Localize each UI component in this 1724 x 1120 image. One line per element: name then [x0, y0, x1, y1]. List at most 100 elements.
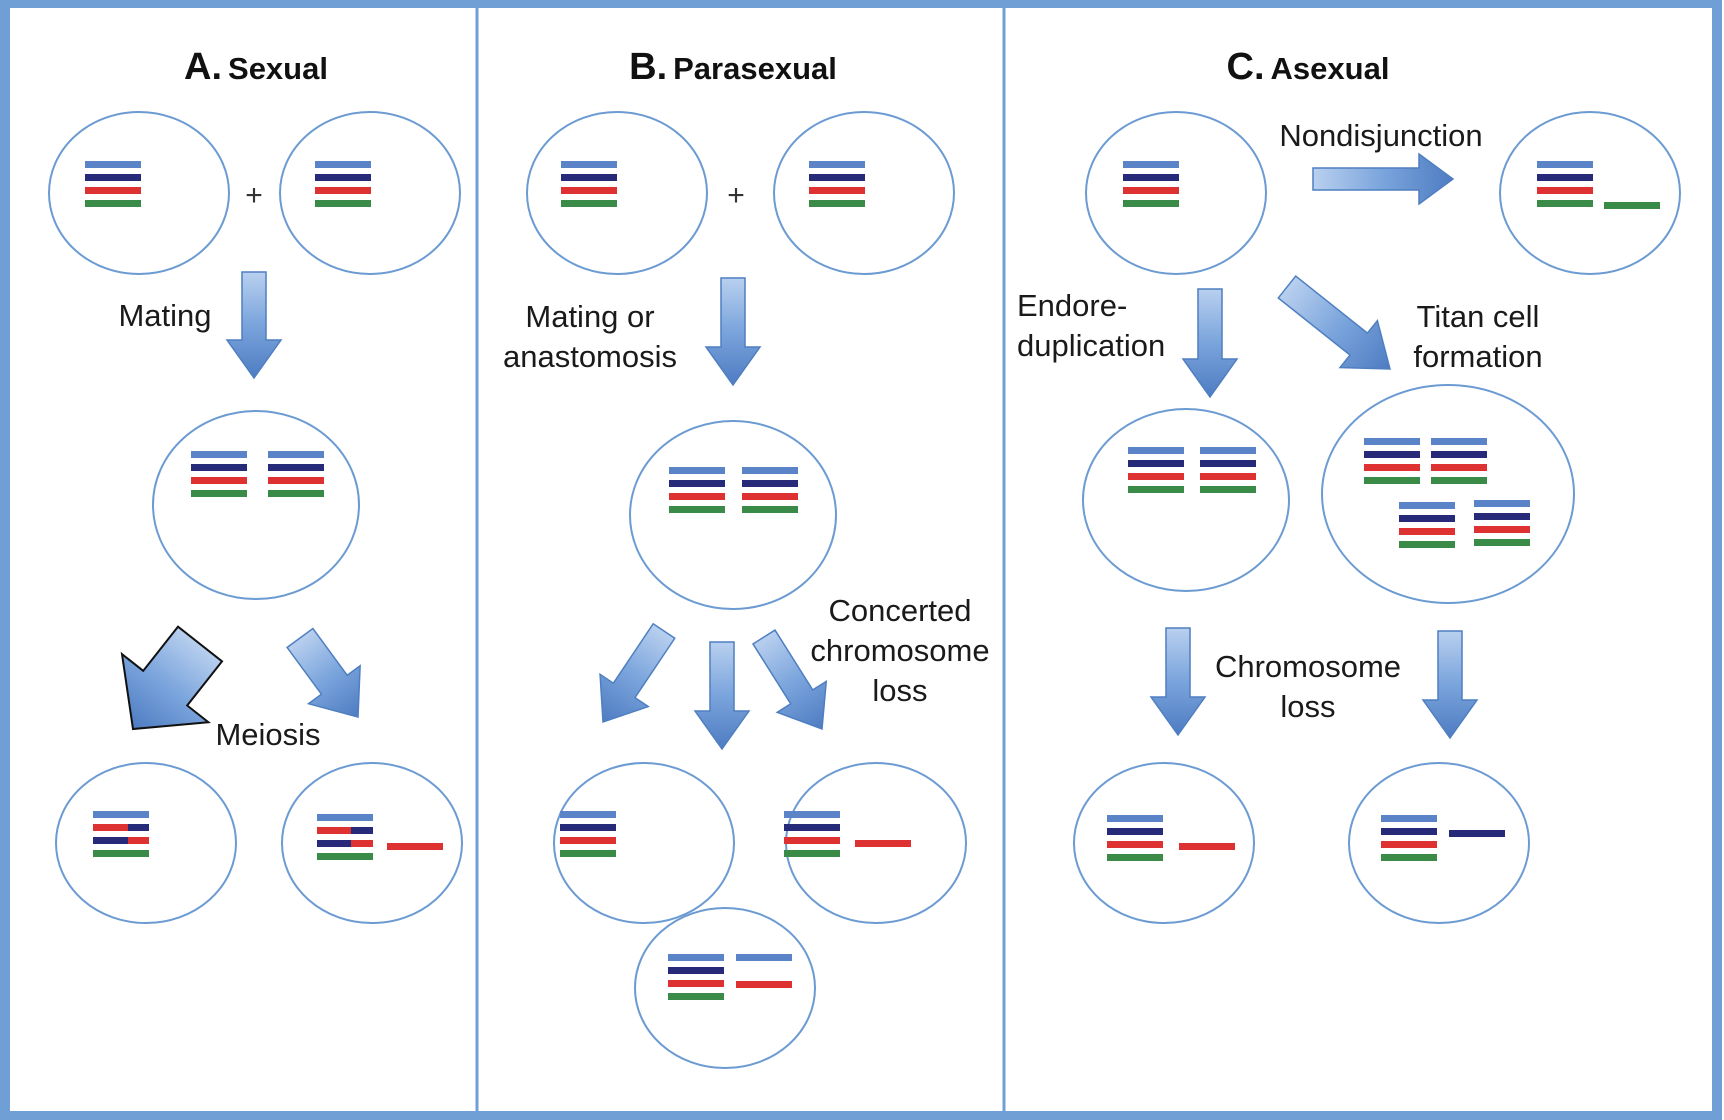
chromosome-bar	[669, 506, 725, 513]
chromosome-bar	[315, 187, 371, 194]
chromosome-bar	[191, 451, 247, 458]
chromosome-bar	[809, 187, 865, 194]
chromosome-bar	[742, 506, 798, 513]
chromosome-bar	[668, 954, 724, 961]
chromosome-bar	[809, 200, 865, 207]
chromosome-bar	[1381, 815, 1437, 822]
chromosome-bar	[669, 493, 725, 500]
chromosome-bar	[784, 811, 840, 818]
chromosome-bar	[560, 824, 616, 831]
panel-c-letter: C.	[1227, 46, 1265, 88]
chromosome-bar	[1200, 460, 1256, 467]
chromosome-bar	[1431, 477, 1487, 484]
chromosome-bar	[1128, 460, 1184, 467]
chromosome-bar	[668, 980, 724, 987]
chromosome-bar	[561, 174, 617, 181]
chromosome-bar	[1364, 438, 1420, 445]
panel-c-name: Asexual	[1271, 51, 1390, 86]
panel-b-letter: B.	[629, 46, 667, 88]
chromosome-bar	[315, 200, 371, 207]
chromosome-bar	[1128, 473, 1184, 480]
chromosomes-layer	[85, 161, 1660, 1000]
label-concerted-line3: loss	[872, 673, 927, 708]
panel-a-name: Sexual	[228, 51, 328, 86]
label-mating-or-line2: anastomosis	[503, 339, 677, 374]
label-titan-line2: formation	[1413, 339, 1542, 374]
cell-b-progeny-1	[553, 762, 735, 924]
chromosome-bar	[1431, 451, 1487, 458]
chromosome-bar	[561, 187, 617, 194]
chromosome-bar	[1431, 464, 1487, 471]
cell-c-loss-progeny-2	[1348, 762, 1530, 924]
panel-a-letter: A.	[184, 46, 222, 88]
label-titan-cell-formation: Titan cell formation	[1413, 299, 1542, 374]
chromosome-bar	[669, 467, 725, 474]
panel-c-title: C.Asexual	[1227, 46, 1390, 88]
label-endo-line1: Endore-	[1017, 288, 1127, 323]
chromosome-bar	[1537, 161, 1593, 168]
chromosome-bar	[1381, 854, 1437, 861]
arrow-mating-a	[225, 271, 283, 380]
cell-b-diploid	[629, 420, 837, 610]
panel-b-name: Parasexual	[673, 51, 837, 86]
chromosome-bar	[560, 837, 616, 844]
chromosome-bar	[668, 993, 724, 1000]
arrow-endoreduplication	[1181, 288, 1239, 399]
chromosome-bar	[1107, 828, 1163, 835]
recombinant-chromosome-part	[351, 827, 373, 834]
recombinant-chromosome-part	[128, 824, 149, 831]
chromosome-bar	[268, 477, 324, 484]
recombinant-chromosome-part	[93, 837, 128, 844]
plus-sign-b: +	[727, 179, 745, 212]
chromosome-bar	[1200, 486, 1256, 493]
label-meiosis: Meiosis	[215, 717, 320, 752]
arrow-meiosis-right	[286, 627, 361, 718]
chromosome-bar	[1123, 161, 1179, 168]
chromosome-bar	[1474, 513, 1530, 520]
cells-layer	[48, 111, 1681, 1069]
chromosome-bar	[268, 451, 324, 458]
chromosome-bar	[1537, 174, 1593, 181]
chromosome-bar	[1107, 841, 1163, 848]
panel-b-title: B.Parasexual	[629, 46, 837, 88]
chromosome-bar	[1381, 841, 1437, 848]
chromosome-bar	[315, 174, 371, 181]
chromosome-bar	[1474, 500, 1530, 507]
chromosome-bar	[668, 967, 724, 974]
chromosome-bar	[560, 850, 616, 857]
chromosome-bar	[1399, 541, 1455, 548]
chromosome-bar	[784, 824, 840, 831]
chromosome-bar	[315, 161, 371, 168]
chromosome-bar	[85, 174, 141, 181]
chromosome-bar	[268, 464, 324, 471]
cell-c-titan	[1321, 384, 1575, 604]
label-titan-line1: Titan cell	[1417, 299, 1540, 334]
chromosome-bar	[1537, 187, 1593, 194]
chromosome-bar	[191, 490, 247, 497]
arrow-meiosis-left	[120, 625, 224, 731]
arrow-chromosome-loss-right	[1421, 630, 1479, 740]
chromosome-bar	[1399, 502, 1455, 509]
plus-sign-a: +	[245, 179, 263, 212]
label-chromosome-loss-line1: Chromosome	[1215, 649, 1401, 684]
chromosome-bar	[742, 480, 798, 487]
chromosome-bar	[1123, 187, 1179, 194]
arrow-concerted-center	[693, 641, 751, 751]
arrow-nondisjunction	[1312, 152, 1455, 206]
chromosome-bar	[742, 493, 798, 500]
chromosome-bar	[1364, 451, 1420, 458]
chromosome-bar	[191, 464, 247, 471]
cell-b-progeny-3	[634, 907, 816, 1069]
chromosome-bar	[387, 843, 443, 850]
chromosome-bar	[85, 187, 141, 194]
label-concerted-line1: Concerted	[828, 593, 971, 628]
chromosome-bar	[93, 811, 149, 818]
chromosome-bar	[1449, 830, 1505, 837]
chromosome-bar	[1128, 486, 1184, 493]
cell-c-endoreduplicated	[1082, 408, 1290, 592]
cell-c-loss-progeny-1	[1073, 762, 1255, 924]
